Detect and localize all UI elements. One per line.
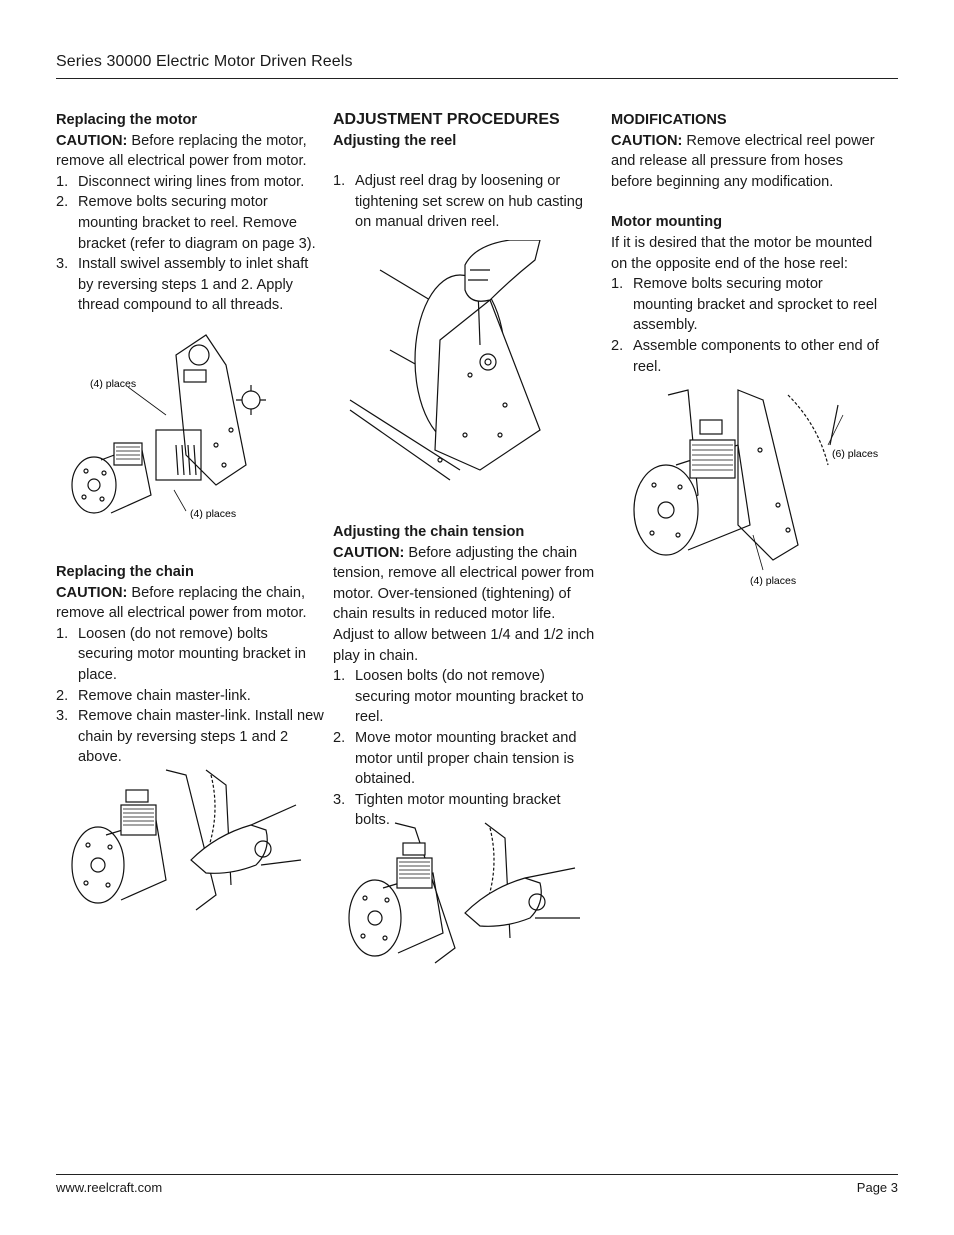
adjusting-reel-heading: Adjusting the reel <box>333 132 457 149</box>
fig-label-bottom: (4) places <box>750 575 796 587</box>
modifications-caution: CAUTION: Remove electrical reel power an… <box>611 131 881 193</box>
adjusting-chain-steps: 1.Loosen bolts (do not remove) securing … <box>333 666 599 831</box>
column-1-lower: Replacing the chain CAUTION: Before repl… <box>56 562 324 768</box>
caution-label: CAUTION: <box>611 132 683 149</box>
chain-replacement-diagram <box>66 765 306 915</box>
adjustment-procedures-heading: ADJUSTMENT PROCEDURES <box>333 111 560 128</box>
list-item: 2.Move motor mounting bracket and motor … <box>333 729 577 788</box>
list-item: 1.Adjust reel drag by loosening or tight… <box>333 173 583 231</box>
list-item: 1.Disconnect wiring lines from motor. <box>56 173 305 190</box>
caution-label: CAUTION: <box>56 132 128 149</box>
caution-text: Before replacing the motor, remove all e… <box>56 132 307 170</box>
column-3: MODIFICATIONS CAUTION: Remove electrical… <box>611 110 881 377</box>
list-item: 1.Remove bolts securing motor mounting b… <box>611 276 878 334</box>
caution-label: CAUTION: <box>333 544 405 561</box>
fig-label-bottom: (4) places <box>190 508 236 520</box>
list-item: 3.Install swivel assembly to inlet shaft… <box>56 256 309 314</box>
motor-mounting-heading: Motor mounting <box>611 214 723 231</box>
adjusting-reel-steps: 1.Adjust reel drag by loosening or tight… <box>333 171 599 233</box>
page-header-title: Series 30000 Electric Motor Driven Reels <box>56 53 353 70</box>
header-rule <box>56 78 898 79</box>
motor-exploded-diagram: (4) places (4) places <box>66 325 286 535</box>
list-item: 2.Assemble components to other end of re… <box>611 337 879 375</box>
footer-rule <box>56 1174 898 1175</box>
footer-page-number: Page 3 <box>856 1180 898 1195</box>
replacing-chain-steps: 1.Loosen (do not remove) bolts securing … <box>56 624 324 768</box>
replacing-chain-caution: CAUTION: Before replacing the chain, rem… <box>56 583 324 624</box>
list-item: 3.Remove chain master-link. Install new … <box>56 708 324 766</box>
caution-text: Remove electrical reel power and release… <box>611 132 875 190</box>
fig-label-top: (4) places <box>90 378 136 390</box>
replacing-motor-caution: CAUTION: Before replacing the motor, rem… <box>56 131 324 172</box>
list-item: 2.Remove bolts securing motor mounting b… <box>56 194 316 252</box>
column-2-lower: Adjusting the chain tension CAUTION: Bef… <box>333 522 599 831</box>
column-1: Replacing the motor CAUTION: Before repl… <box>56 110 324 316</box>
replacing-motor-steps: 1.Disconnect wiring lines from motor. 2.… <box>56 172 324 316</box>
footer-url: www.reelcraft.com <box>56 1180 163 1195</box>
column-2: ADJUSTMENT PROCEDURES Adjusting the reel… <box>333 110 599 233</box>
adjusting-chain-caution: CAUTION: Before adjusting the chain tens… <box>333 543 599 667</box>
motor-mounting-intro: If it is desired that the motor be mount… <box>611 234 873 272</box>
list-item: 2.Remove chain master-link. <box>56 687 251 704</box>
caution-text: Before replacing the chain, remove all e… <box>56 584 307 622</box>
caution-text: Before adjusting the chain tension, remo… <box>333 544 595 664</box>
chain-tension-diagram <box>345 818 585 968</box>
list-item: 3.Tighten motor mounting bracket bolts. <box>333 791 561 829</box>
motor-mounting-diagram: (6) places (4) places <box>628 385 878 590</box>
fig-label-right: (6) places <box>832 448 878 460</box>
replacing-chain-heading: Replacing the chain <box>56 564 194 580</box>
reel-adjustment-diagram <box>340 240 545 490</box>
adjusting-chain-heading: Adjusting the chain tension <box>333 524 525 540</box>
replacing-motor-heading: Replacing the motor <box>56 112 198 128</box>
motor-mounting-steps: 1.Remove bolts securing motor mounting b… <box>611 274 881 377</box>
list-item: 1.Loosen (do not remove) bolts securing … <box>56 625 306 683</box>
list-item: 1.Loosen bolts (do not remove) securing … <box>333 668 584 726</box>
modifications-heading: MODIFICATIONS <box>611 112 727 128</box>
caution-label: CAUTION: <box>56 584 128 601</box>
